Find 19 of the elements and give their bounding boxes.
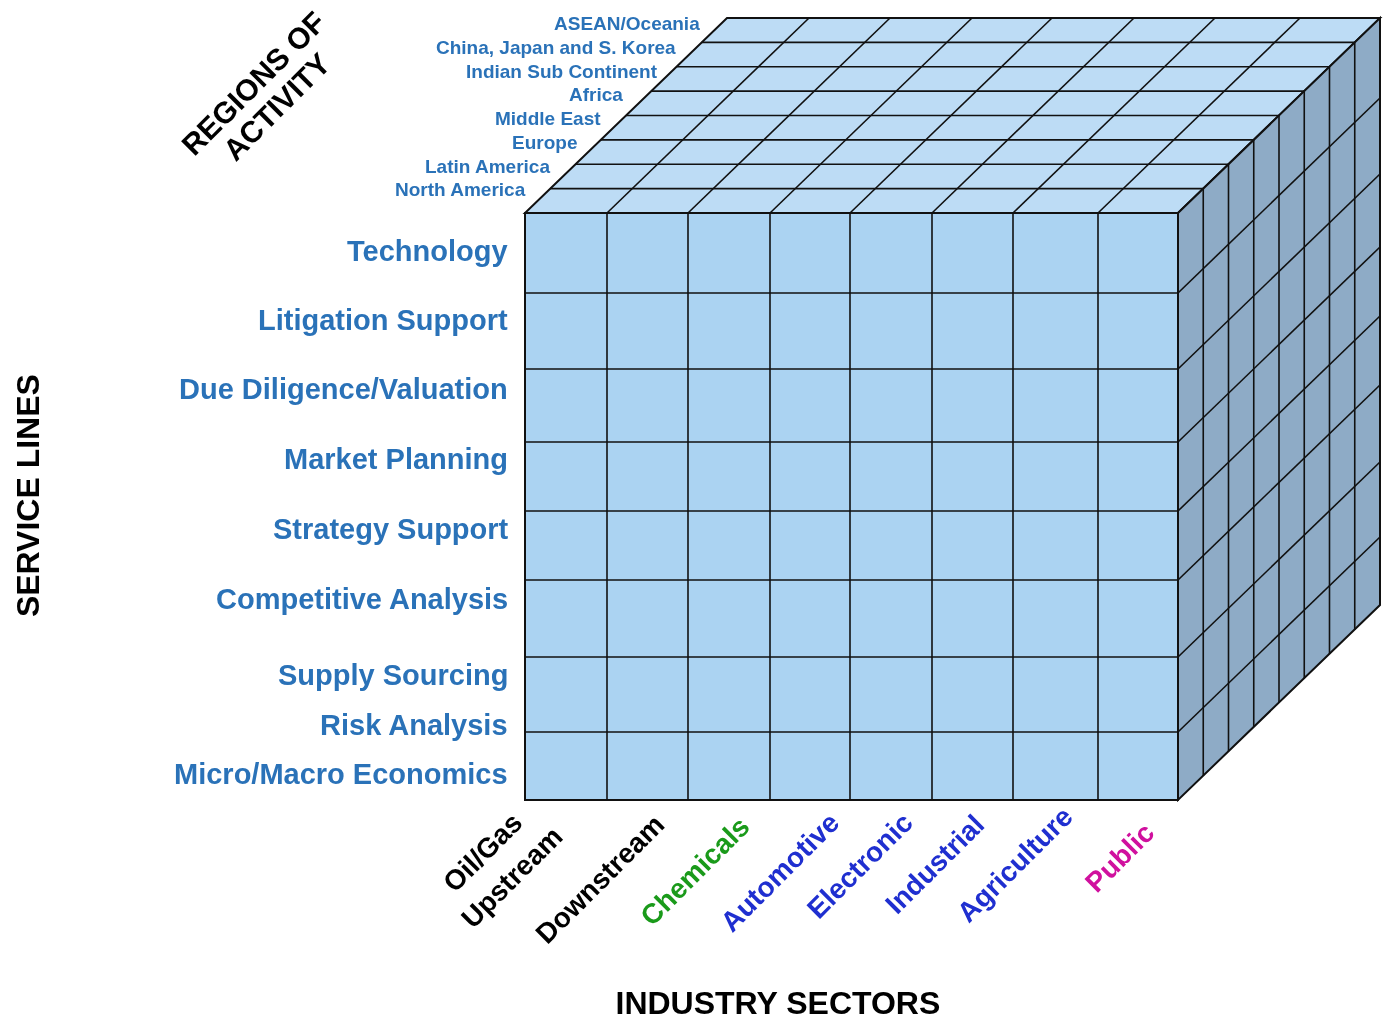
service-line-label: Supply Sourcing	[278, 660, 509, 692]
service-line-label: Market Planning	[284, 444, 508, 476]
service-line-label: Strategy Support	[273, 514, 509, 546]
region-label: Latin America	[425, 156, 550, 178]
region-label: Africa	[569, 84, 623, 106]
region-label: Indian Sub Continent	[466, 61, 658, 83]
region-label: Europe	[512, 132, 578, 154]
service-line-label: Competitive Analysis	[216, 584, 509, 616]
service-line-label: Risk Analysis	[320, 710, 508, 742]
region-label: China, Japan and S. Korea	[436, 37, 676, 59]
service-line-label: Technology	[347, 236, 508, 268]
region-label: ASEAN/Oceania	[554, 13, 700, 35]
region-label: Middle East	[495, 108, 601, 130]
service-line-label: Due Diligence/Valuation	[179, 374, 508, 406]
axis-title: SERVICE LINES	[10, 373, 46, 617]
service-line-label: Litigation Support	[258, 305, 508, 337]
region-label: North America	[395, 179, 526, 201]
service-line-label: Micro/Macro Economics	[174, 759, 508, 791]
axis-title: INDUSTRY SECTORS	[615, 985, 941, 1021]
